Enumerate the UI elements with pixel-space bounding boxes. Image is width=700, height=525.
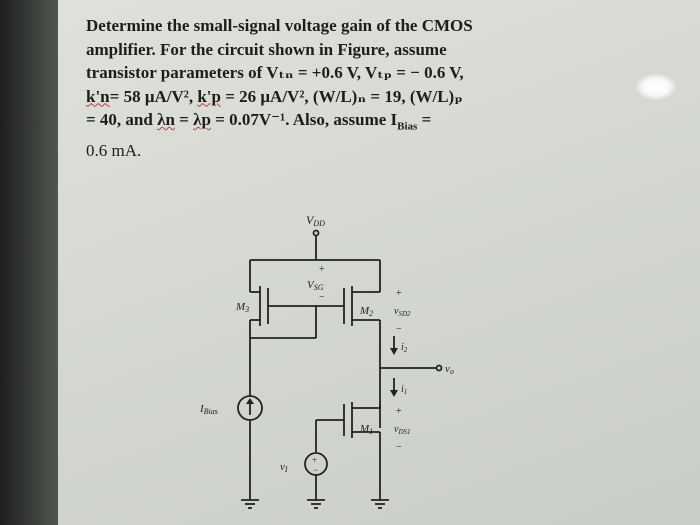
svg-text:−: − <box>313 465 318 475</box>
vdd-label: VDD <box>306 213 325 228</box>
m3-label: M3 <box>235 301 249 314</box>
problem-statement: Determine the small-signal voltage gain … <box>86 14 556 162</box>
vds1-label: vDS1 <box>394 424 411 436</box>
m1-label: M1 <box>359 423 373 436</box>
device-bezel <box>0 0 62 525</box>
kp-term: k'p <box>197 86 221 106</box>
problem-line-4: k'n= 58 μA/V², k'p = 26 μA/V², (W/L)ₙ = … <box>86 86 463 106</box>
svg-text:+: + <box>319 264 325 275</box>
problem-line-2: amplifier. For the circuit shown in Figu… <box>86 39 447 59</box>
ibias-label: IBias <box>199 403 218 416</box>
vdd-node <box>312 229 320 237</box>
kn-term: k'n <box>86 86 110 106</box>
vi-label: vI <box>280 461 288 474</box>
svg-text:−: − <box>319 292 325 303</box>
vo-node <box>435 364 443 372</box>
problem-line-5: = 40, and λn = λp = 0.07V⁻¹. Also, assum… <box>86 110 432 133</box>
svg-text:−: − <box>396 324 402 335</box>
circuit-diagram: VDD M3 + VSG − M2 + vSD2 − i2 vo i1 M1 +… <box>199 213 454 509</box>
vsg-label: VSG <box>307 279 324 292</box>
glare-spot <box>636 74 676 100</box>
vsd2-label: vSD2 <box>394 306 411 318</box>
svg-text:−: − <box>396 442 402 453</box>
vo-label: vo <box>445 363 454 376</box>
lambda-n-term: λn <box>157 110 175 129</box>
svg-text:+: + <box>396 406 402 417</box>
svg-text:+: + <box>312 455 317 465</box>
i1-label: i1 <box>401 384 407 396</box>
svg-text:+: + <box>396 288 402 299</box>
problem-line-6: 0.6 mA. <box>86 140 142 160</box>
lambda-p-term: λp <box>193 110 211 129</box>
m2-label: M2 <box>359 305 373 318</box>
photo-page <box>58 0 700 525</box>
problem-line-1: Determine the small-signal voltage gain … <box>86 16 473 35</box>
i2-label: i2 <box>401 342 408 354</box>
problem-line-3: transistor parameters of Vₜₙ = +0.6 V, V… <box>86 63 464 82</box>
